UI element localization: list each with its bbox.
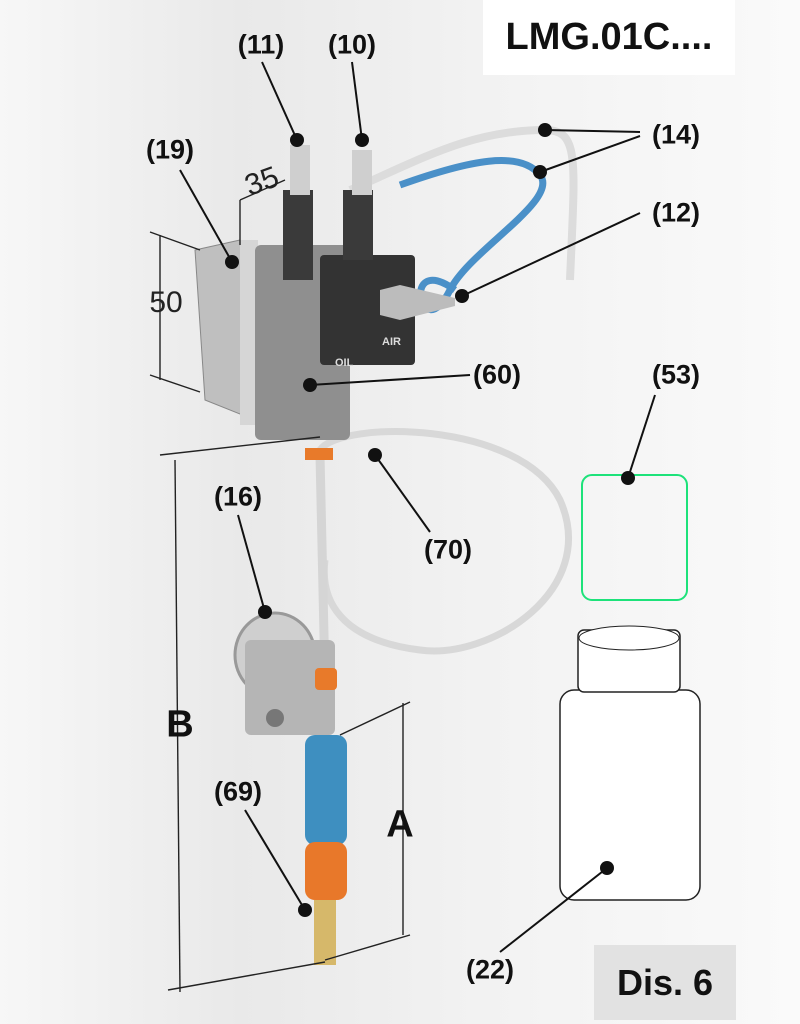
gauge-bolt bbox=[266, 709, 284, 727]
callout-22: (22) bbox=[465, 954, 515, 985]
connector-11 bbox=[290, 145, 310, 195]
dimension-b: B bbox=[166, 703, 194, 746]
hose-69 bbox=[305, 735, 347, 845]
model-title: LMG.01C.... bbox=[483, 0, 735, 75]
connector-10 bbox=[352, 150, 372, 195]
air-marking: AIR bbox=[382, 336, 401, 348]
filter-53 bbox=[581, 474, 688, 601]
orange-fitting bbox=[315, 668, 337, 690]
callout-14: (14) bbox=[651, 119, 701, 150]
callout-19: (19) bbox=[145, 134, 195, 165]
callout-11: (11) bbox=[237, 29, 285, 60]
leader-lines bbox=[179, 61, 656, 953]
callout-16: (16) bbox=[213, 481, 263, 512]
figure-label: Dis. 6 bbox=[594, 945, 736, 1020]
hose-orange-segment bbox=[305, 842, 347, 900]
dimension-a: A bbox=[386, 803, 414, 846]
callout-60: (60) bbox=[472, 359, 522, 390]
oil-marking: OIL bbox=[335, 357, 354, 369]
dimension-lines bbox=[149, 179, 411, 993]
nozzle-12 bbox=[380, 285, 455, 320]
nozzle-brass bbox=[314, 900, 336, 965]
fitting-11 bbox=[283, 190, 313, 280]
callout-12: (12) bbox=[651, 197, 701, 228]
callout-53: (53) bbox=[651, 359, 701, 390]
valve-block bbox=[320, 255, 415, 365]
callout-69: (69) bbox=[213, 776, 263, 807]
bracket-edge bbox=[240, 240, 258, 425]
bottle-22 bbox=[559, 689, 701, 901]
blue-tube-14 bbox=[398, 157, 547, 314]
orange-ring bbox=[305, 448, 333, 460]
bottle-cap-top bbox=[578, 625, 680, 651]
callout-70: (70) bbox=[423, 534, 473, 565]
gauge-mount bbox=[245, 640, 335, 735]
callout-dots bbox=[225, 123, 635, 917]
tube-70 bbox=[317, 428, 572, 655]
callout-10: (10) bbox=[327, 29, 377, 60]
fitting-10 bbox=[343, 190, 373, 260]
dimension-50: 50 bbox=[149, 286, 183, 319]
